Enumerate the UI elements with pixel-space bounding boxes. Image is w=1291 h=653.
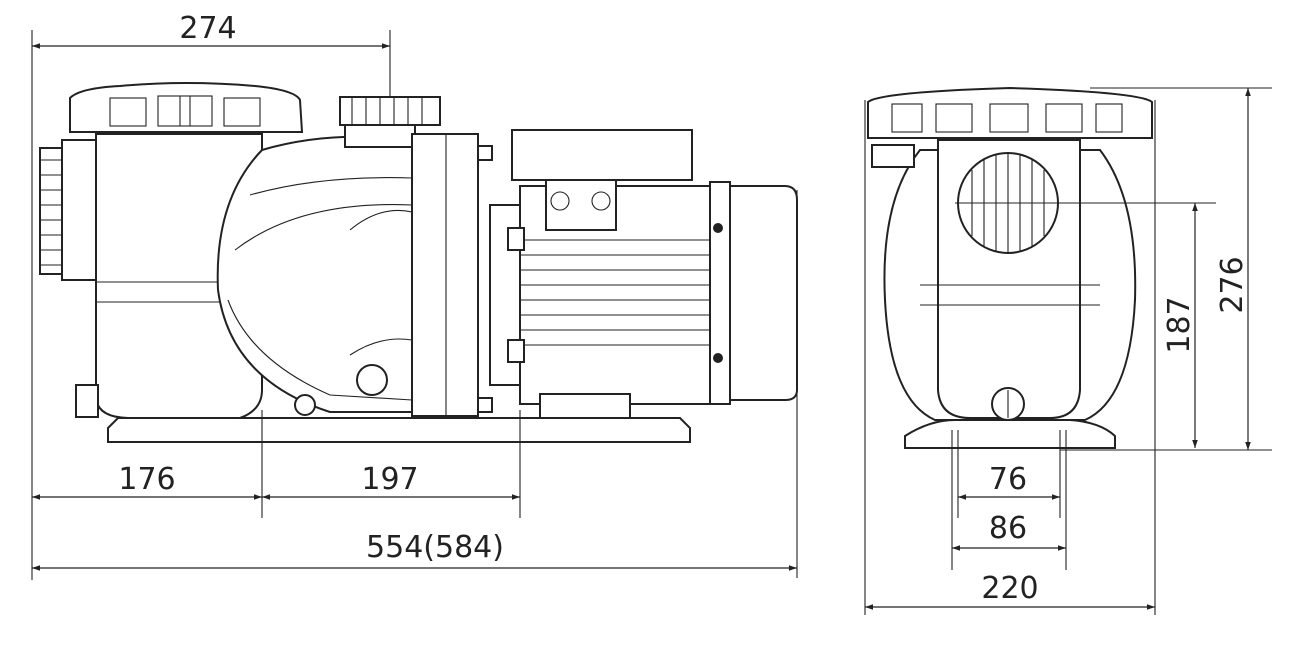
dim-label-554: 554(584) [366, 530, 504, 565]
lid-ribs [109, 95, 261, 127]
inlet-thread [39, 147, 63, 275]
drain-plug [356, 364, 388, 396]
drain-plug-left [75, 384, 99, 418]
dim-label-274: 274 [179, 11, 236, 46]
strainer-housing [95, 133, 263, 419]
dim-label-86: 86 [989, 511, 1027, 546]
motor-end-cap [729, 185, 798, 401]
dim-label-187: 187 [1162, 296, 1197, 353]
terminal-box [511, 129, 693, 181]
extension-lines [31, 30, 1272, 615]
dim-label-176: 176 [118, 462, 175, 497]
flange [411, 133, 479, 417]
inlet-neck [61, 139, 97, 281]
base-plate [107, 417, 691, 443]
lid [69, 82, 304, 133]
dim-label-276: 276 [1215, 256, 1250, 313]
outlet-thread [339, 96, 441, 126]
front-lid [867, 86, 1153, 139]
side-view [39, 82, 798, 443]
dimension-lines [32, 43, 1251, 610]
dim-label-76: 76 [989, 462, 1027, 497]
front-view [867, 86, 1153, 449]
front-base [904, 419, 1116, 449]
dim-label-197: 197 [361, 462, 418, 497]
motor-fins [520, 239, 710, 346]
dim-label-220: 220 [981, 571, 1038, 606]
